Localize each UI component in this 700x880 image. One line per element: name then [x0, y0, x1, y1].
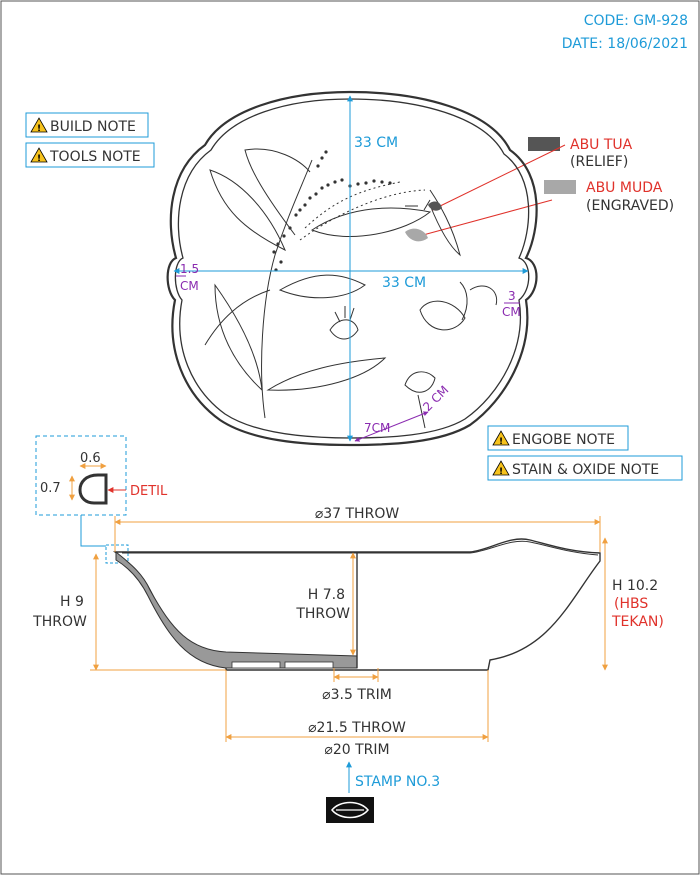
warning-icon — [30, 147, 48, 163]
relief-swatch — [528, 137, 560, 151]
leaf-length-line — [354, 411, 429, 442]
warning-icon — [30, 117, 48, 133]
stamp-label: STAMP NO.3 — [355, 774, 440, 790]
detail-height-label: 0.7 — [40, 481, 61, 496]
lobe-dim-b: CM — [502, 305, 521, 319]
stamp-icon — [326, 797, 374, 823]
svg-text:!: ! — [37, 154, 41, 164]
h78-label-b: THROW — [295, 606, 350, 622]
code-label: CODE: GM-928 — [584, 13, 688, 29]
diameter-h-label: 33 CM — [382, 275, 426, 291]
svg-text:!: ! — [499, 467, 503, 477]
warning-icon — [492, 460, 510, 476]
engraved-area — [405, 228, 428, 242]
build-note-label: BUILD NOTE — [50, 119, 136, 135]
leaf-length-label: 7CM — [364, 421, 390, 435]
seed-dots — [272, 150, 392, 272]
leaf-width-label: 2 CM — [420, 383, 451, 414]
diameter-v-label: 33 CM — [354, 135, 398, 151]
engobe-note-label: ENGOBE NOTE — [512, 432, 615, 448]
stain-oxide-note[interactable]: ! STAIN & OXIDE NOTE — [487, 455, 683, 481]
botanical-pattern — [204, 148, 498, 429]
detail-connector — [80, 515, 106, 547]
throw-diameter-label: ⌀37 THROW — [315, 506, 400, 522]
h9-label-b: THROW — [32, 614, 87, 630]
throw215-label: ⌀21.5 THROW — [308, 720, 406, 736]
trim20-label: ⌀20 TRIM — [324, 742, 389, 758]
detail-width-label: 0.6 — [80, 451, 101, 466]
detail-callout-box — [105, 544, 129, 564]
bowl-section-view: ⌀37 THROW H 9 THROW H 7.8 THROW H 10.2 (… — [32, 506, 664, 823]
h102-label-a: H 10.2 — [612, 578, 658, 594]
engraved-swatch — [544, 180, 576, 194]
engobe-note[interactable]: ! ENGOBE NOTE — [487, 425, 629, 451]
detail-label: DETIL — [130, 484, 168, 499]
relief-leader — [431, 144, 566, 211]
rim-dim-a: 1.5 — [180, 262, 199, 276]
trim35-label: ⌀3.5 TRIM — [322, 687, 392, 703]
tools-note-label: TOOLS NOTE — [49, 149, 141, 165]
h102-label-c: TEKAN) — [611, 614, 664, 630]
svg-text:!: ! — [499, 437, 503, 447]
tools-note[interactable]: ! TOOLS NOTE — [25, 142, 155, 168]
build-note[interactable]: ! BUILD NOTE — [25, 112, 149, 138]
h9-label-a: H 9 — [60, 594, 84, 610]
legend-abu-tua: ABU TUA — [570, 137, 633, 153]
legend-relief: (RELIEF) — [570, 154, 628, 170]
h102-label-b: (HBS — [614, 596, 648, 612]
date-label: DATE: 18/06/2021 — [562, 36, 688, 52]
relief-area — [428, 201, 442, 211]
rim-detail: 0.6 0.7 DETIL — [35, 435, 168, 564]
legend-abu-muda: ABU MUDA — [586, 180, 663, 196]
rim-dim-b: CM — [180, 279, 199, 293]
warning-icon — [492, 430, 510, 446]
stain-oxide-note-label: STAIN & OXIDE NOTE — [512, 462, 659, 478]
lobe-dim-a: 3 — [508, 289, 516, 303]
svg-text:!: ! — [37, 124, 41, 134]
h78-label-a: H 7.8 — [308, 587, 345, 603]
legend-engraved: (ENGRAVED) — [586, 198, 674, 214]
plate-top-view: 33 CM 33 CM 1.5 CM 3 CM 7CM 2 CM — [166, 90, 538, 447]
